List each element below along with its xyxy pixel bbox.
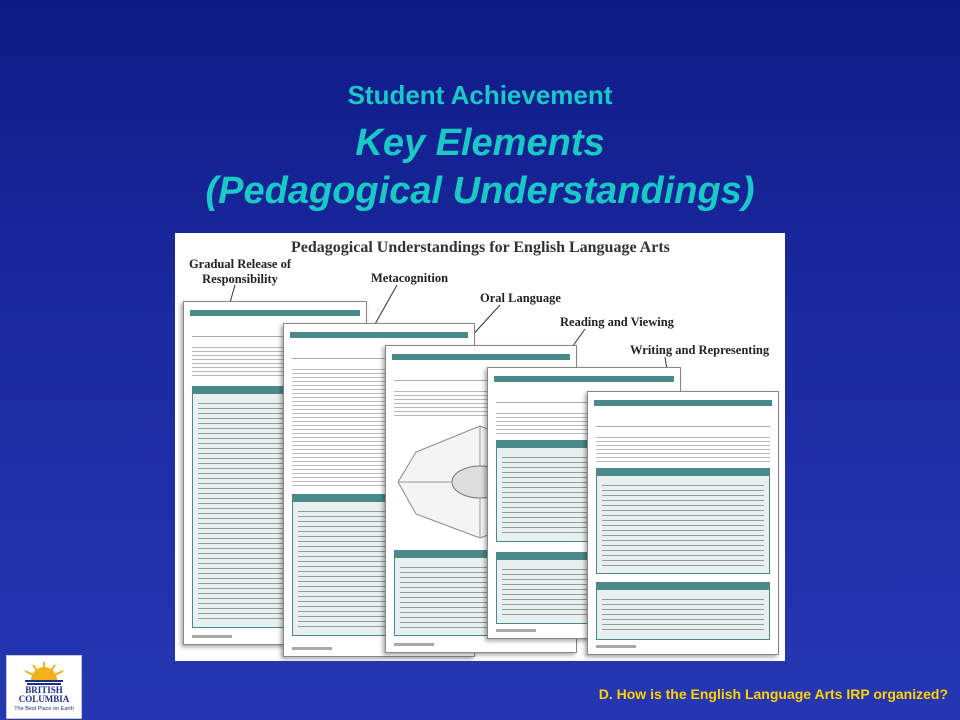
logo-text-british: BRITISH bbox=[25, 685, 63, 695]
slide-title-line1: Key Elements bbox=[355, 122, 605, 164]
logo-tagline: The Best Place on Earth bbox=[14, 706, 74, 712]
callout-gradual-release: Gradual Release of Responsibility bbox=[188, 257, 292, 286]
poster-title: Pedagogical Understandings for English L… bbox=[291, 239, 670, 256]
page-writing-representing bbox=[587, 391, 779, 655]
slide-subtitle: Student Achievement bbox=[347, 80, 613, 110]
logo-text-columbia: COLUMBIA bbox=[18, 694, 70, 704]
bc-logo: BRITISH COLUMBIA The Best Place on Earth bbox=[6, 655, 82, 719]
callout-metacognition: Metacognition bbox=[371, 271, 449, 285]
sun-emblem-icon bbox=[24, 662, 64, 685]
callout-reading-viewing: Reading and Viewing bbox=[560, 315, 674, 329]
callout-writing-representing: Writing and Representing bbox=[630, 343, 770, 357]
slide-title-line2: (Pedagogical Understandings) bbox=[205, 170, 755, 212]
footer-caption: D. How is the English Language Arts IRP … bbox=[598, 686, 948, 702]
poster-image: Pedagogical Understandings for English L… bbox=[175, 233, 785, 661]
callout-oral-language: Oral Language bbox=[480, 291, 561, 305]
